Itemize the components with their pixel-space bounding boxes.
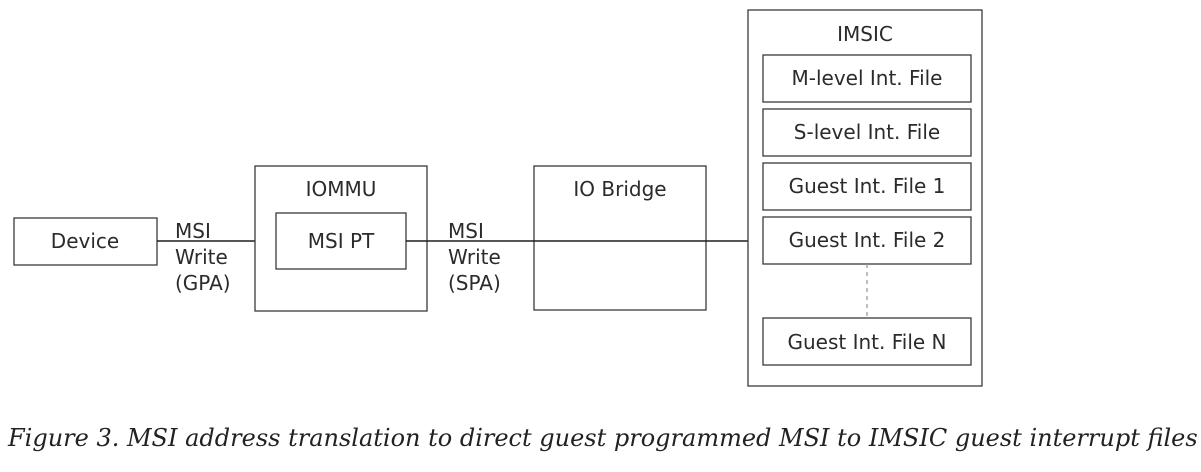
svg-text:Guest Int. File N: Guest Int. File N	[787, 330, 946, 354]
svg-text:Write: Write	[175, 245, 228, 269]
gpa-write-label: MSI Write (GPA)	[175, 219, 231, 295]
device-label: Device	[51, 229, 119, 253]
svg-text:Guest Int. File 2: Guest Int. File 2	[789, 228, 946, 252]
imsic-node: IMSIC M-level Int. File S-level Int. Fil…	[747, 9, 983, 387]
s-level-int-file	[762, 108, 972, 157]
spa-write-label: MSI Write (SPA)	[448, 219, 501, 295]
iommu-title: IOMMU	[306, 177, 377, 201]
msi-pt-box	[275, 212, 407, 270]
m-level-int-file	[762, 54, 972, 103]
svg-text:(SPA): (SPA)	[448, 271, 501, 295]
iommu-node: IOMMU MSI PT	[254, 165, 428, 312]
svg-text:MSI: MSI	[175, 219, 211, 243]
io-bridge-node: IO Bridge	[533, 165, 707, 311]
svg-text:Guest Int. File 1: Guest Int. File 1	[789, 174, 946, 198]
imsic-title: IMSIC	[837, 22, 893, 46]
device-node: Device	[13, 217, 158, 266]
svg-text:(GPA): (GPA)	[175, 271, 231, 295]
svg-text:Write: Write	[448, 245, 501, 269]
svg-text:S-level Int. File: S-level Int. File	[794, 120, 940, 144]
guest-int-file-1	[762, 162, 972, 211]
msi-translation-diagram: Device MSI Write (GPA) IOMMU MSI PT IO B…	[13, 9, 983, 387]
msi-pt-label: MSI PT	[308, 229, 375, 253]
guest-int-file-n	[762, 317, 972, 366]
figure-caption: Figure 3. MSI address translation to dir…	[8, 424, 1198, 452]
io-bridge-title: IO Bridge	[573, 177, 666, 201]
svg-text:M-level Int. File: M-level Int. File	[792, 66, 943, 90]
svg-text:MSI: MSI	[448, 219, 484, 243]
